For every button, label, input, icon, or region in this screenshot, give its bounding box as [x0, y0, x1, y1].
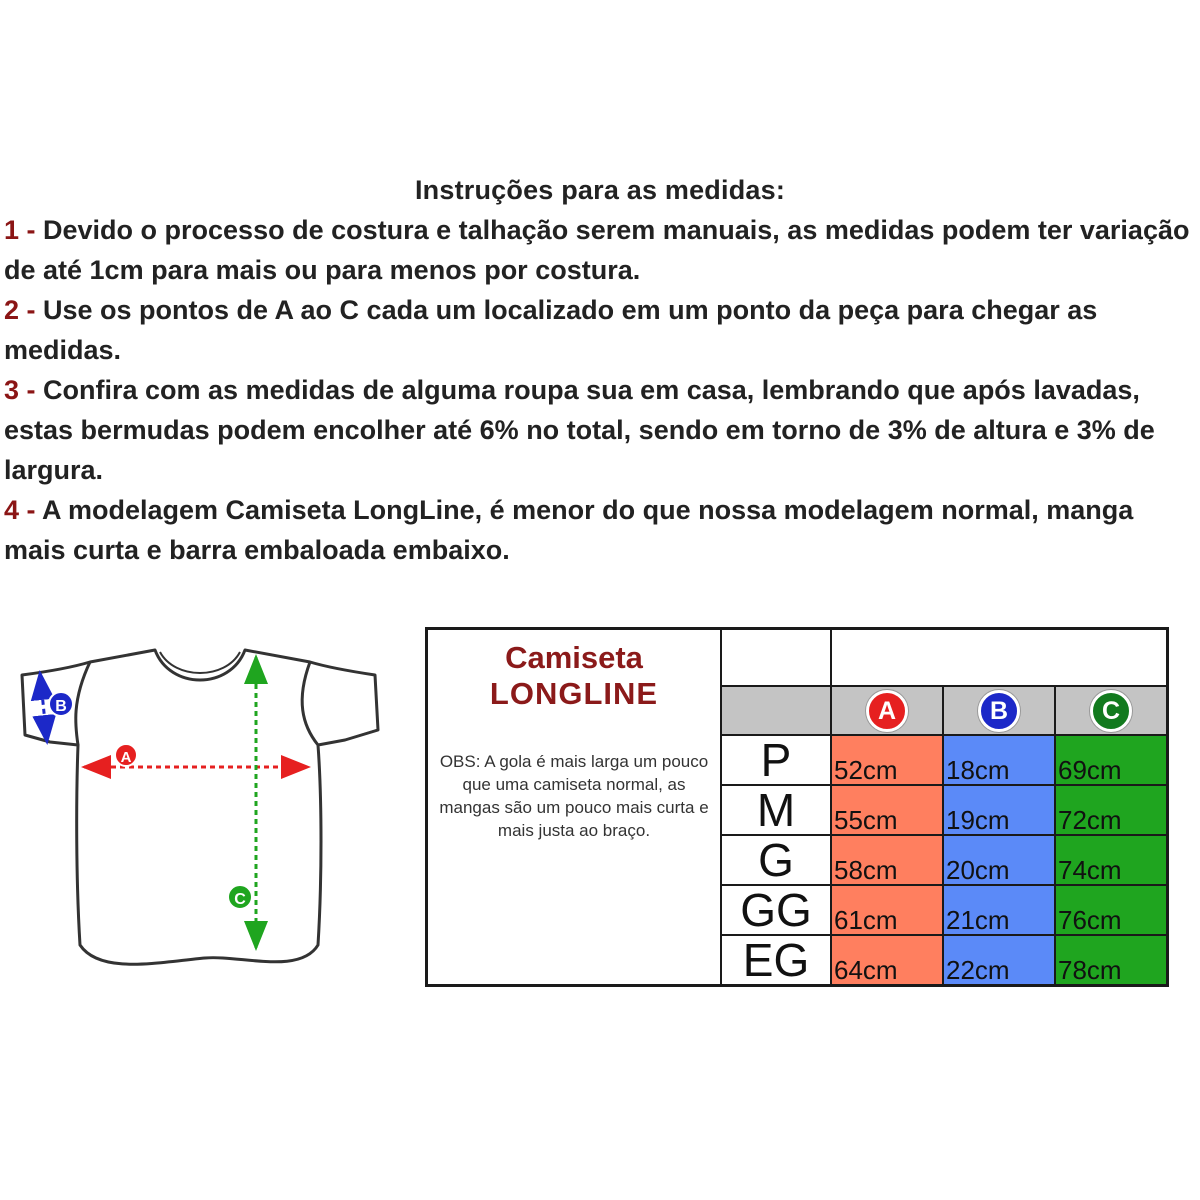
header-row: A B C [427, 685, 1169, 736]
value-c-text: 69cm [1058, 755, 1122, 785]
measure-b-line [30, 670, 57, 745]
value-c-text: 76cm [1058, 905, 1122, 935]
header-b: B [942, 685, 1056, 736]
value-c: 76cm [1054, 884, 1169, 936]
instructions: Instruções para as medidas: 1 - Devido o… [0, 170, 1200, 570]
value-a-text: 64cm [834, 955, 898, 985]
table-row: M 55cm 19cm 72cm [427, 784, 1169, 836]
instruction-item-4: 4 - A modelagem Camiseta LongLine, é men… [0, 490, 1200, 570]
blank-cell [830, 627, 1169, 687]
instructions-title: Instruções para as medidas: [414, 175, 786, 205]
blank-cell [720, 627, 832, 687]
brand-cell: Camiseta LONGLINE OBS: A gola é mais lar… [425, 627, 722, 987]
instruction-number: 3 - [4, 375, 36, 405]
size-table: Camiseta LONGLINE OBS: A gola é mais lar… [425, 627, 1169, 987]
value-a: 64cm [830, 934, 944, 987]
table-row: G 58cm 20cm 74cm [427, 834, 1169, 886]
value-c: 74cm [1054, 834, 1169, 886]
size-label: EG [720, 934, 832, 987]
brand-title: Camiseta LONGLINE [428, 640, 720, 712]
table-row: GG 61cm 21cm 76cm [427, 884, 1169, 936]
value-b-text: 21cm [946, 905, 1010, 935]
value-a-text: 58cm [834, 855, 898, 885]
instruction-number: 2 - [4, 295, 36, 325]
value-a: 61cm [830, 884, 944, 936]
instruction-item-3: 3 - Confira com as medidas de alguma rou… [0, 370, 1200, 490]
value-c: 72cm [1054, 784, 1169, 836]
tshirt-outline [20, 648, 380, 966]
value-b-text: 20cm [946, 855, 1010, 885]
obs-note: OBS: A gola é mais larga um pouco que um… [439, 752, 709, 840]
instruction-number: 1 - [4, 215, 36, 245]
value-a-text: 61cm [834, 905, 898, 935]
header-badge-a: A [866, 689, 908, 732]
badge-b-label: B [55, 698, 67, 715]
value-c-text: 78cm [1058, 955, 1122, 985]
value-b-text: 22cm [946, 955, 1010, 985]
value-a: 55cm [830, 784, 944, 836]
value-b-text: 19cm [946, 805, 1010, 835]
badge-a-label: A [121, 749, 132, 766]
value-b: 21cm [942, 884, 1056, 936]
value-a-text: 55cm [834, 805, 898, 835]
brand-line-1: Camiseta [505, 640, 643, 675]
instruction-text: Devido o processo de costura e talhação … [4, 215, 1190, 285]
value-b: 22cm [942, 934, 1056, 987]
badge-b: B [48, 691, 74, 717]
value-b: 20cm [942, 834, 1056, 886]
value-a-text: 52cm [834, 755, 898, 785]
instruction-text: Use os pontos de A ao C cada um localiza… [4, 295, 1098, 365]
value-b: 19cm [942, 784, 1056, 836]
value-b-text: 18cm [946, 755, 1010, 785]
header-a: A [830, 685, 944, 736]
size-label: G [720, 834, 832, 886]
badge-a: A [114, 743, 138, 767]
header-c: C [1054, 685, 1169, 736]
size-label: GG [720, 884, 832, 936]
value-b: 18cm [942, 734, 1056, 786]
table-row: EG 64cm 22cm 78cm [427, 934, 1169, 987]
size-label: M [720, 784, 832, 836]
header-blank [720, 685, 832, 736]
instruction-item-2: 2 - Use os pontos de A ao C cada um loca… [0, 290, 1200, 370]
header-badge-b: B [978, 689, 1020, 732]
brand-line-2: LONGLINE [489, 676, 659, 711]
instruction-number: 4 - [4, 495, 36, 525]
value-c-text: 74cm [1058, 855, 1122, 885]
value-c-text: 72cm [1058, 805, 1122, 835]
value-c: 78cm [1054, 934, 1169, 987]
value-a: 58cm [830, 834, 944, 886]
badge-c-label: C [234, 891, 246, 908]
value-a: 52cm [830, 734, 944, 786]
tshirt-diagram: A C B [20, 648, 380, 966]
size-label: P [720, 734, 832, 786]
instruction-text: Confira com as medidas de alguma roupa s… [4, 375, 1155, 485]
value-c: 69cm [1054, 734, 1169, 786]
badge-c: C [227, 884, 253, 910]
instruction-item-1: 1 - Devido o processo de costura e talha… [0, 210, 1200, 290]
table-row: P 52cm 18cm 69cm [427, 734, 1169, 786]
instruction-text: A modelagem Camiseta LongLine, é menor d… [4, 495, 1134, 565]
header-badge-c: C [1090, 689, 1132, 732]
